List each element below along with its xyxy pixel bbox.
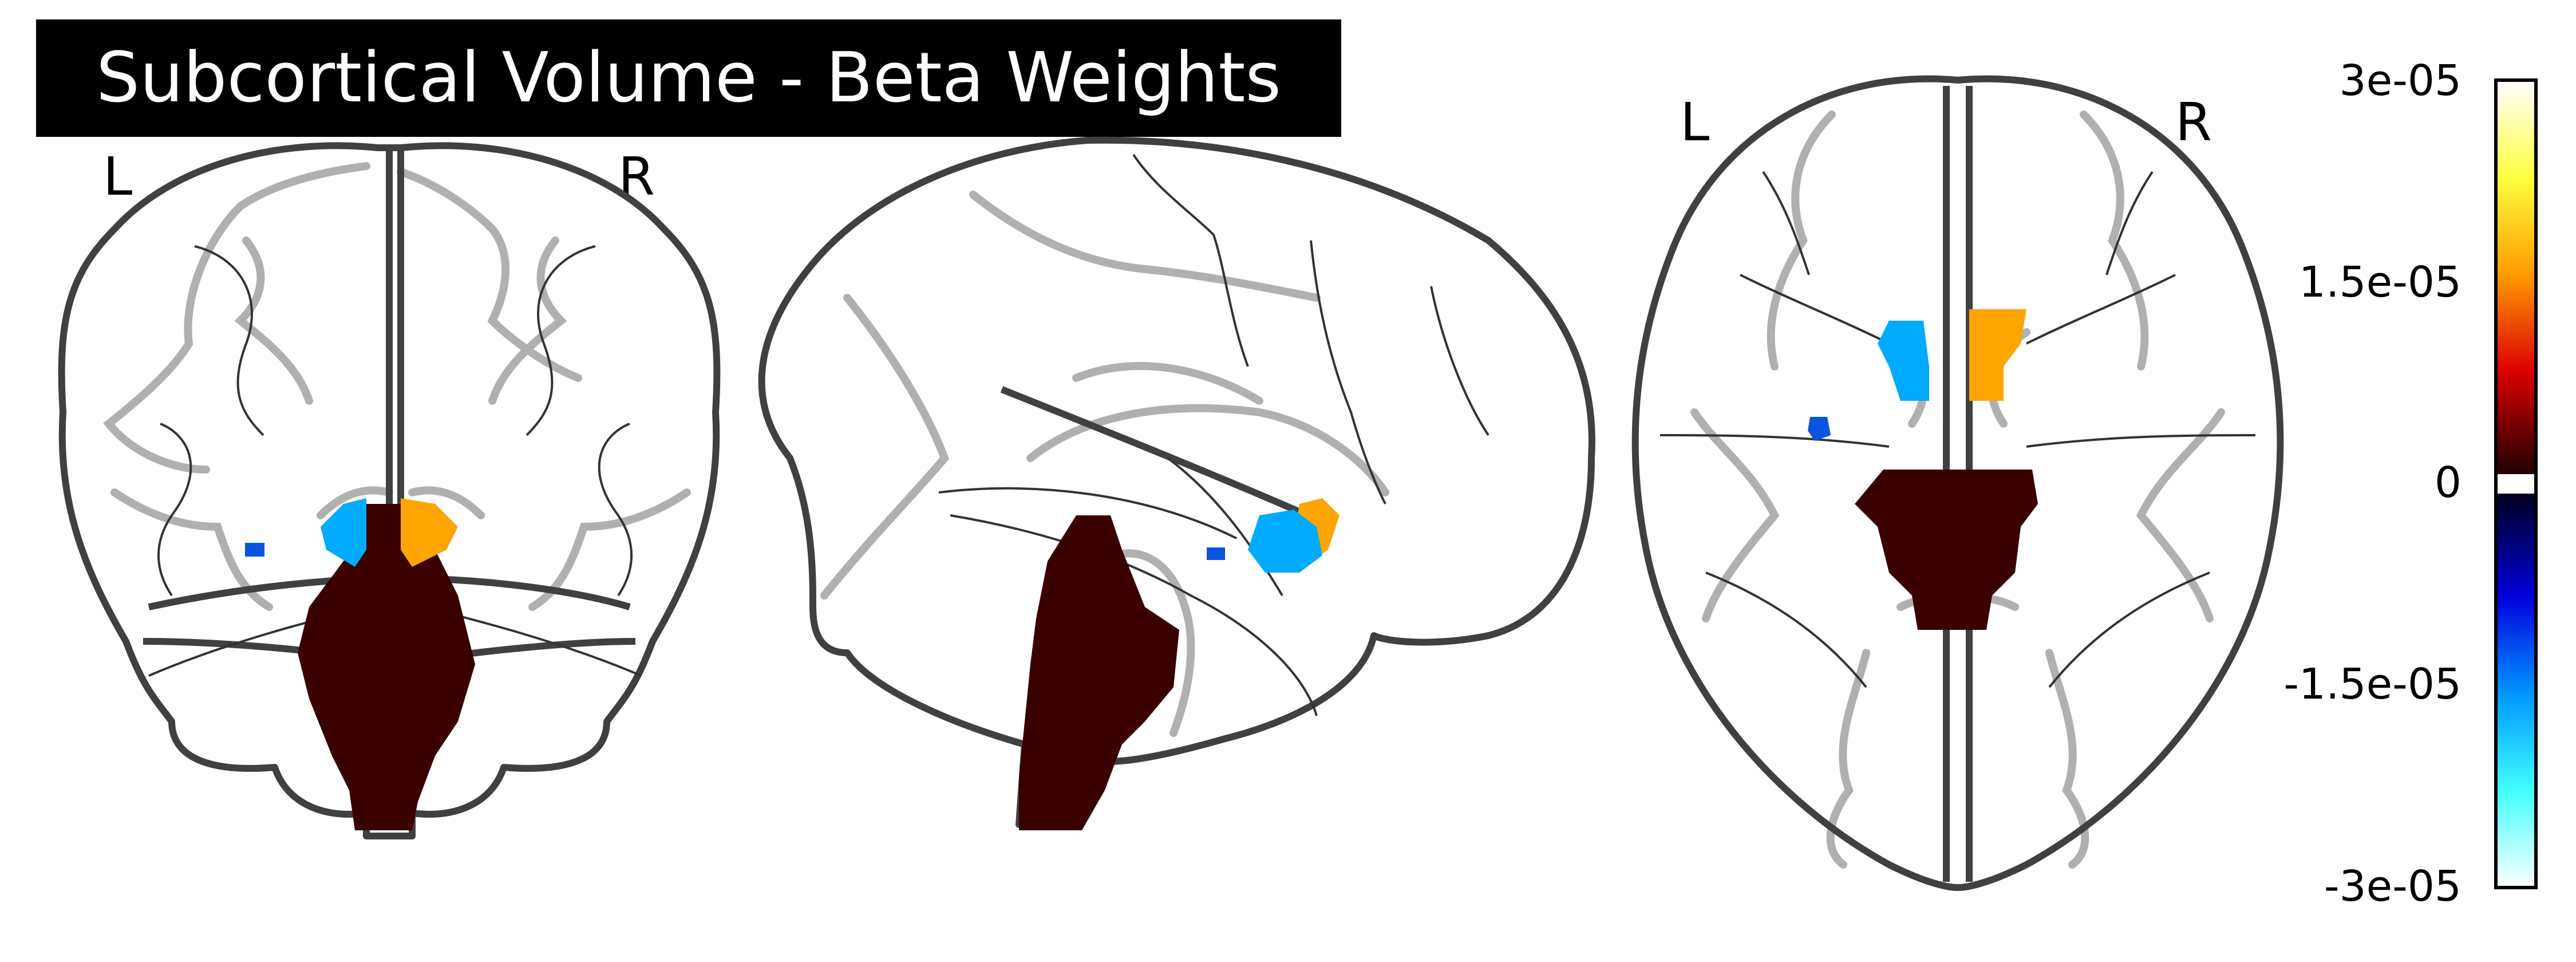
- sagittal-outline: [758, 136, 1595, 828]
- colorbar-tick-label: -1.5e-05: [2283, 660, 2462, 709]
- figure-title: Subcortical Volume - Beta Weights: [36, 19, 1341, 137]
- axial-gray-contours: [1690, 111, 2225, 869]
- coronal-left-label: L: [103, 146, 133, 207]
- sagittal-brainstem-region: [1019, 515, 1179, 830]
- colorbar-tick-label: 3e-05: [2339, 56, 2462, 105]
- colorbar-tick-label: 1.5e-05: [2298, 258, 2462, 307]
- axial-small-negative-region: [1808, 417, 1831, 441]
- axial-right-label: R: [2175, 92, 2212, 153]
- coronal-small-negative-region: [245, 543, 264, 557]
- axial-brainstem-region: [1855, 470, 2038, 630]
- sagittal-thin-contours: [938, 153, 1490, 716]
- colorbar-tick-label: 0: [2434, 458, 2462, 507]
- coronal-brainstem-region: [298, 504, 475, 830]
- colorbar-zero-gap: [2496, 474, 2536, 494]
- axial-left-label: L: [1680, 92, 1710, 153]
- axial-thin-contours: [1660, 171, 2256, 688]
- colorbar-frame: [2494, 78, 2538, 889]
- colorbar-tick-label: -3e-05: [2324, 862, 2462, 911]
- axial-positive-region: [1969, 309, 2026, 401]
- sagittal-small-negative-region: [1207, 547, 1225, 560]
- axial-negative-region: [1878, 321, 1929, 401]
- sagittal-negative-region: [1248, 510, 1322, 573]
- coronal-negative-region: [321, 498, 366, 567]
- coronal-positive-region: [401, 498, 458, 567]
